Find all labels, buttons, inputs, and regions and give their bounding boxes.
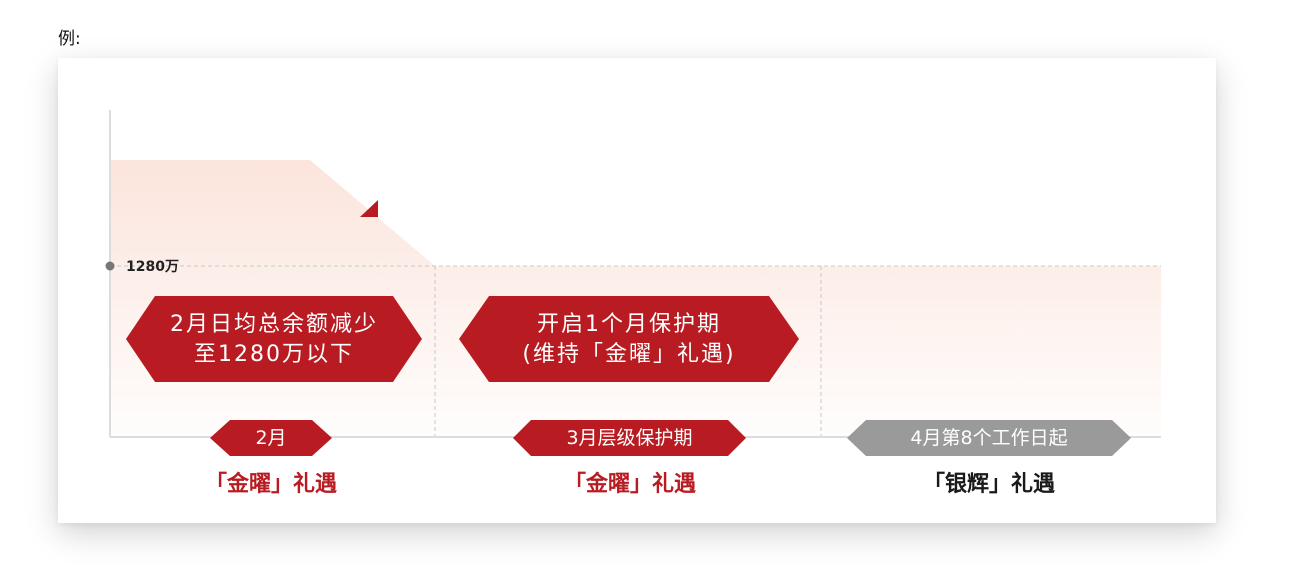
timeline-card: 1280万 2月日均总余额减少 至1280万以下 开启1个月保护期 (维持「金曜… — [58, 58, 1216, 523]
tier-label-gold: 「金曜」礼遇 — [563, 472, 696, 497]
tier-label-silver: 「银辉」礼遇 — [922, 472, 1055, 497]
hexagon-protection — [459, 296, 799, 382]
threshold-label: 1280万 — [126, 259, 179, 275]
tier-label-gold: 「金曜」礼遇 — [204, 472, 337, 497]
drop-indicator-triangle — [360, 200, 378, 217]
tag-mar-label: 3月层级保护期 — [566, 427, 693, 449]
tag-feb-label: 2月 — [255, 427, 287, 449]
timeline-diagram — [105, 110, 1161, 456]
hexagon-line: 开启1个月保护期 — [537, 312, 721, 337]
tag-feb — [210, 420, 332, 456]
hexagon-protection-text: 开启1个月保护期 (维持「金曜」礼遇) — [489, 310, 769, 370]
hexagon-line: 至1280万以下 — [194, 342, 354, 367]
hexagon-line: 2月日均总余额减少 — [170, 312, 378, 337]
hexagon-line: (维持「金曜」礼遇) — [522, 342, 736, 367]
tag-apr — [847, 420, 1131, 456]
example-label: 例: — [58, 29, 81, 49]
threshold-marker — [105, 261, 115, 271]
tag-mar — [513, 420, 746, 456]
hexagon-condition-text: 2月日均总余额减少 至1280万以下 — [158, 310, 390, 370]
hexagon-condition — [126, 296, 422, 382]
tag-apr-label: 4月第8个工作日起 — [910, 427, 1068, 449]
